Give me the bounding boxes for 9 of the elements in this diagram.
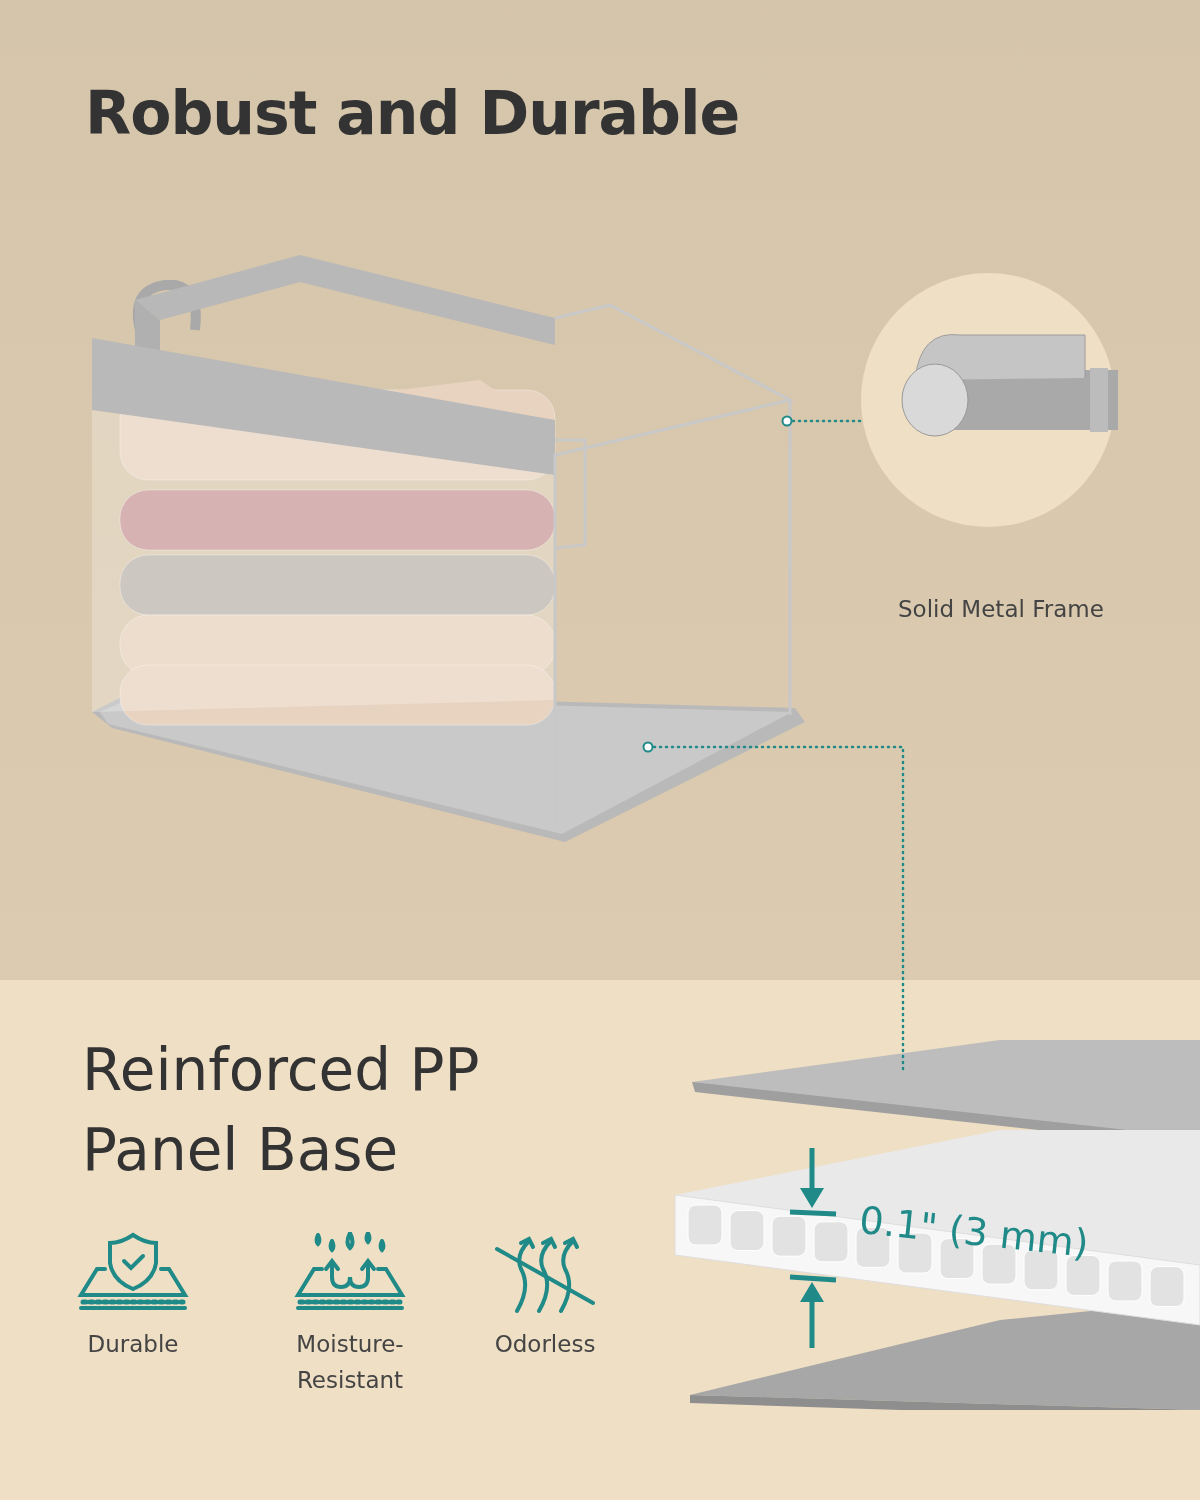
feature-label: Durable (86, 1330, 180, 1359)
leader-line (781, 415, 862, 427)
heading: Reinforced PP Panel Base (82, 1035, 481, 1186)
node-label: Solid Metal Frame (898, 596, 1104, 622)
heading: Robust and Durable (85, 78, 740, 148)
feature-label: Odorless (493, 1330, 597, 1359)
feature-label: Moisture-Resistant (295, 1330, 405, 1395)
leader-line (642, 741, 905, 1072)
dimension-label: 0.1" (3 mm) (857, 1198, 1091, 1266)
